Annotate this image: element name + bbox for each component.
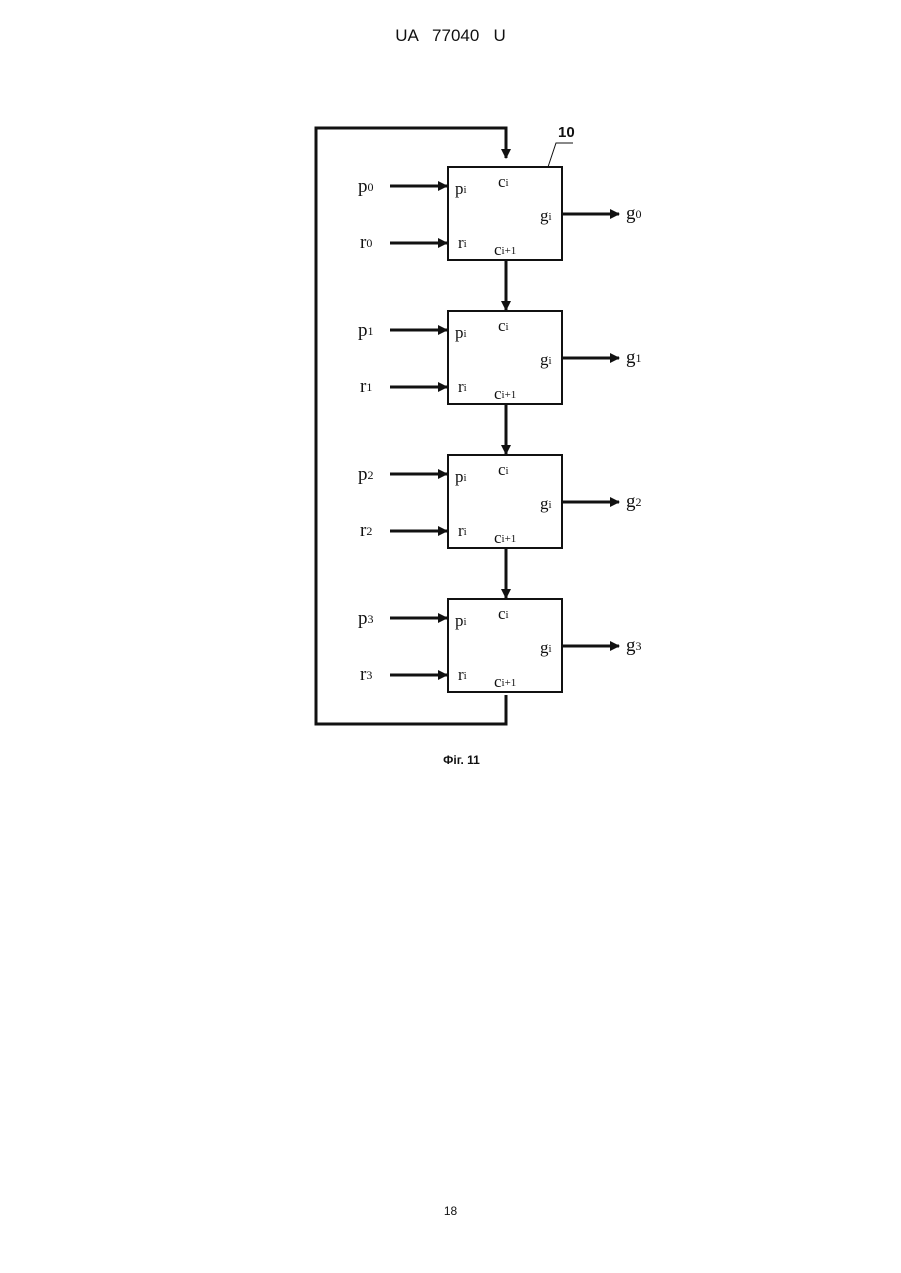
g-output-label-2: g2 [626,491,642,512]
g-output-label-1: g1 [626,347,642,368]
stages-group: p0r0g0piricici+1gip1r1g1piricici+1gip2r2… [358,167,642,692]
r-input-label-1: r1 [360,376,372,397]
page-number: 18 [0,1204,901,1218]
p-input-label-3: p3 [358,608,374,629]
r-input-label-2: r2 [360,520,372,541]
p-input-label-1: p1 [358,320,374,341]
g-output-label-3: g3 [626,635,642,656]
p-input-label-0: p0 [358,176,374,197]
r-input-label-3: r3 [360,664,372,685]
r-input-label-0: r0 [360,232,372,253]
p-input-label-2: p2 [358,464,374,485]
reference-label: 10 [558,124,575,141]
g-output-label-0: g0 [626,203,642,224]
figure-caption: Фіг. 11 [0,753,901,767]
